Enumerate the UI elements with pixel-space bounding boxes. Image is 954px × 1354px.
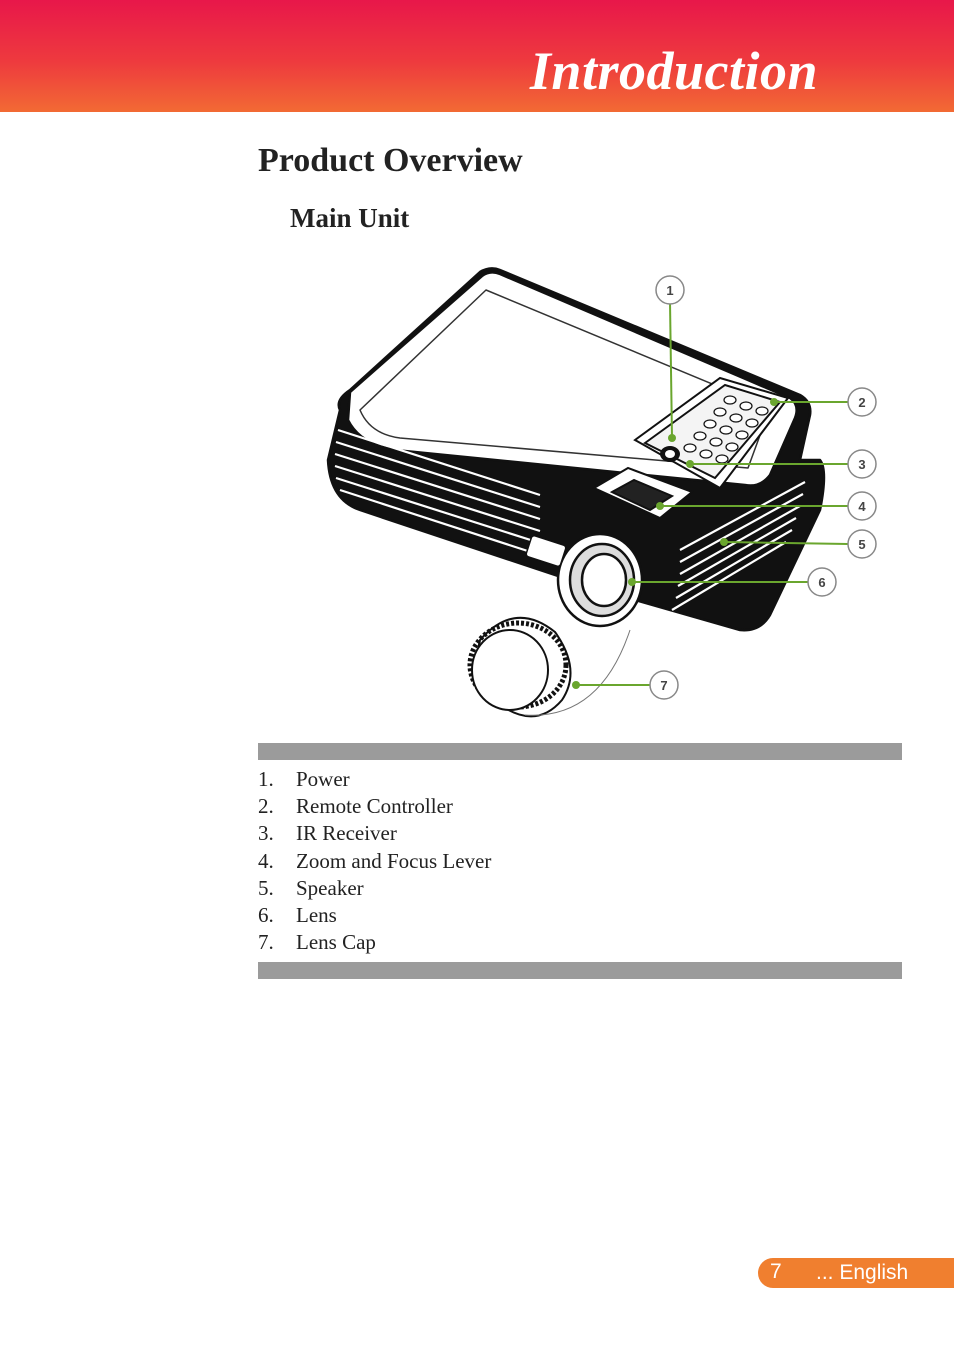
- item-label: Speaker: [296, 875, 364, 900]
- chapter-title: Introduction: [529, 41, 818, 101]
- callout-label-7: 7: [660, 678, 667, 693]
- subsection-title: Main Unit: [290, 203, 410, 233]
- callout-label-3: 3: [858, 457, 865, 472]
- table-bottom-bar: [258, 962, 902, 979]
- item-number: 2.: [258, 794, 274, 819]
- item-label: IR Receiver: [296, 821, 397, 846]
- list-item: 6. Lens: [258, 902, 491, 929]
- item-label: Lens Cap: [296, 930, 376, 955]
- item-number: 1.: [258, 767, 274, 791]
- callout-label-1: 1: [666, 283, 673, 298]
- power-button: [660, 446, 680, 462]
- item-number: 5.: [258, 875, 274, 900]
- language-label: ... English: [816, 1261, 909, 1284]
- callout-4: 4: [656, 491, 877, 521]
- item-label: Zoom and Focus Lever: [296, 848, 492, 873]
- item-label: Lens: [296, 902, 337, 927]
- list-item: 5. Speaker: [258, 875, 491, 902]
- callout-label-6: 6: [818, 575, 825, 590]
- callout-5: 5: [720, 529, 877, 559]
- page-number: 7: [770, 1260, 782, 1283]
- table-top-bar: [258, 743, 902, 760]
- projector-illustration: 1 2 3 4 5 6 7: [326, 267, 877, 718]
- list-item: 1. Power: [258, 766, 491, 793]
- callout-label-5: 5: [858, 537, 865, 552]
- callout-label-4: 4: [858, 499, 866, 514]
- lens-cap: [467, 616, 631, 718]
- lens: [556, 532, 644, 628]
- item-number: 6.: [258, 902, 274, 927]
- keypad-buttons: [683, 395, 769, 464]
- callout-6: 6: [628, 567, 837, 597]
- ir-window: [525, 535, 567, 567]
- list-item: 2. Remote Controller: [258, 793, 491, 820]
- section-title: Product Overview: [258, 142, 523, 179]
- list-item: 7. Lens Cap: [258, 929, 491, 956]
- item-number: 4.: [258, 848, 274, 873]
- item-number: 3.: [258, 821, 274, 846]
- list-item: 4. Zoom and Focus Lever: [258, 848, 491, 875]
- item-number: 7.: [258, 930, 274, 955]
- callout-7: 7: [572, 670, 679, 700]
- callout-3: 3: [686, 449, 877, 479]
- callout-2: 2: [770, 387, 877, 417]
- list-item: 3. IR Receiver: [258, 820, 491, 847]
- item-label: Remote Controller: [296, 794, 453, 819]
- parts-list: 1. Power 2. Remote Controller 3. IR Receive…: [258, 766, 491, 956]
- callout-1: 1: [655, 275, 685, 442]
- callout-label-2: 2: [858, 395, 865, 410]
- header-band: [0, 0, 954, 112]
- item-label: Power: [296, 767, 350, 791]
- page-footer-tab: 7 ... English: [758, 1258, 954, 1288]
